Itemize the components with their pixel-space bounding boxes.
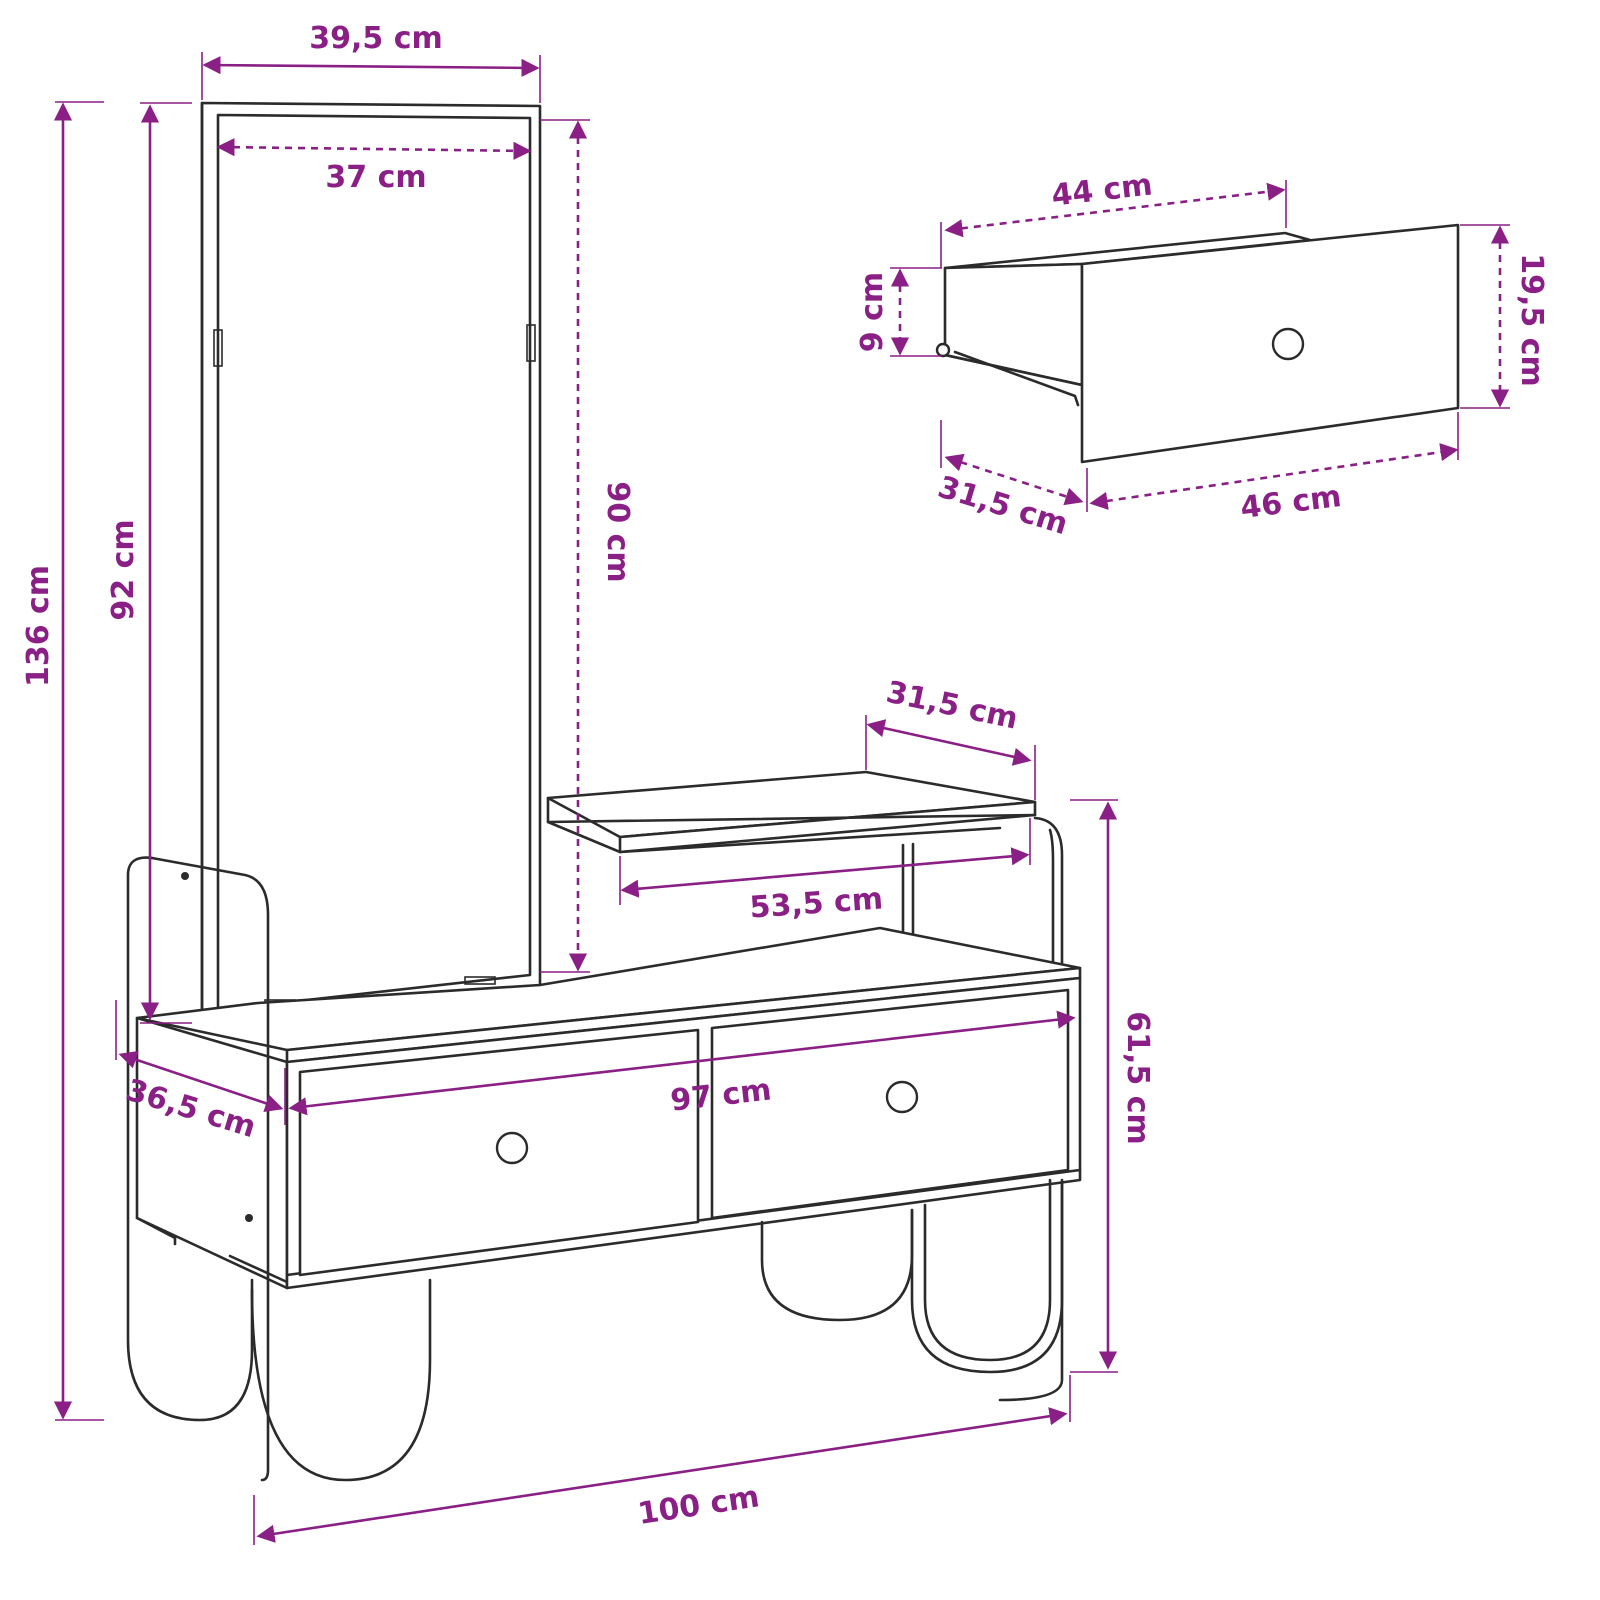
drawer-right-knob bbox=[885, 1080, 919, 1114]
drawer-detail-drawing bbox=[935, 223, 1460, 464]
drawer-detail-knob bbox=[1271, 327, 1305, 361]
drawer-left-knob bbox=[495, 1131, 529, 1165]
label-mirror-outer-width: 39,5 cm bbox=[309, 21, 443, 56]
label-drawer-inner-width: 44 cm bbox=[1050, 167, 1155, 213]
label-mirror-inner-width: 37 cm bbox=[325, 160, 426, 195]
label-total-height: 136 cm bbox=[21, 565, 56, 687]
leg-loop-middle bbox=[760, 1208, 914, 1322]
label-cabinet-height: 61,5 cm bbox=[1120, 1011, 1155, 1145]
label-shelf-width: 53,5 cm bbox=[749, 881, 885, 925]
dimension-lines bbox=[53, 52, 1510, 1545]
mirror-hinge-right bbox=[526, 324, 536, 362]
label-total-width: 100 cm bbox=[636, 1479, 762, 1532]
vanity-unit-drawing bbox=[126, 101, 1082, 1482]
mirror-clip bbox=[464, 976, 496, 985]
leg-loop-right bbox=[910, 1178, 1064, 1374]
mirror bbox=[200, 101, 542, 1027]
label-drawer-front-width: 46 cm bbox=[1238, 479, 1343, 526]
label-drawer-front-height: 19,5 cm bbox=[1514, 253, 1549, 387]
label-shelf-depth: 31,5 cm bbox=[883, 675, 1021, 737]
mirror-hinge-left bbox=[213, 329, 223, 367]
label-mirror-inner-height: 90 cm bbox=[600, 481, 635, 582]
label-drawer-depth: 31,5 cm bbox=[934, 470, 1072, 543]
drawer-front-panel bbox=[1080, 223, 1460, 464]
label-drawer-inner-height: 9 cm bbox=[855, 272, 890, 352]
right-tube-frame bbox=[998, 816, 1064, 1402]
label-mirror-outer-height: 92 cm bbox=[106, 519, 141, 620]
